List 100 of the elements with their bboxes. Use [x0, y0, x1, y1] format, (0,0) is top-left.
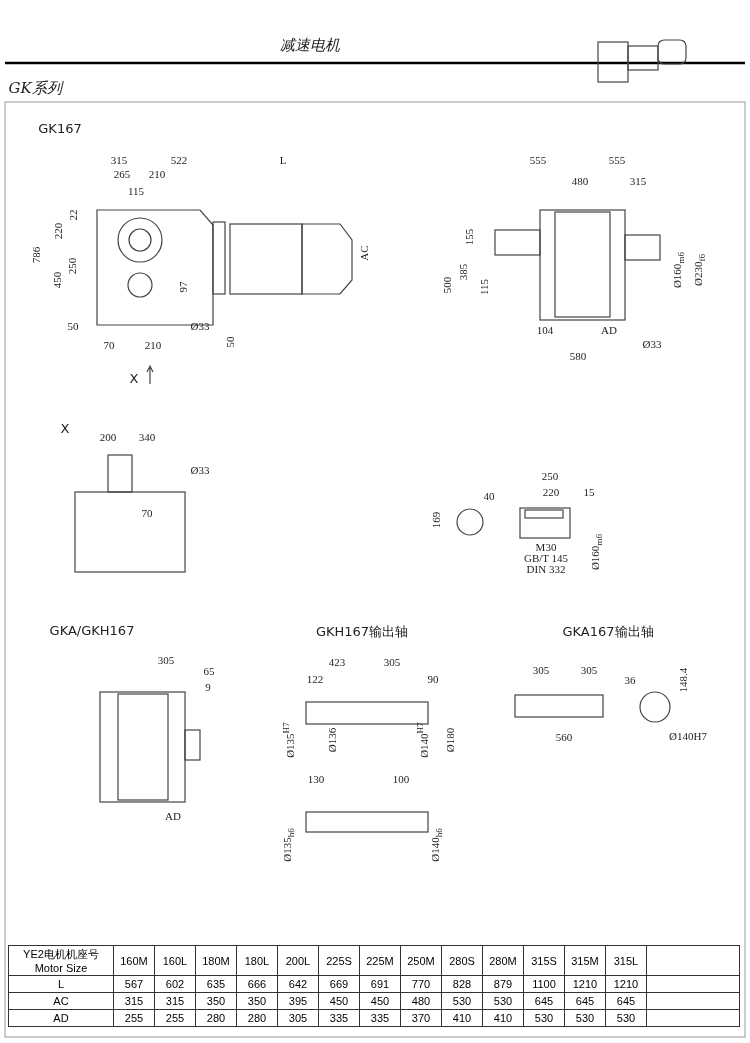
dimension-text: 480 — [571, 175, 589, 187]
dimension-text: 305 — [157, 654, 175, 666]
table-cell: 160L — [154, 945, 196, 976]
view-title: GKH167输出轴 — [315, 624, 409, 638]
table-cell: 530 — [482, 992, 524, 1010]
table-cell: 1210 — [605, 975, 647, 993]
dimension-text: 200 — [99, 431, 117, 443]
dimension-text: 155 — [463, 228, 475, 246]
dimension-text: Ø33 — [190, 464, 210, 476]
dimension-text: 522 — [170, 154, 188, 166]
table-cell: 350 — [236, 992, 278, 1010]
table-cell: 315L — [605, 945, 647, 976]
table-cell: 255 — [154, 1009, 196, 1027]
table-cell: 1100 — [523, 975, 565, 993]
table-cell: 315 — [154, 992, 196, 1010]
table-cell: 642 — [277, 975, 319, 993]
dimension-text: 22 — [67, 209, 79, 221]
table-cell: 280 — [236, 1009, 278, 1027]
dimension-text: 555 — [529, 154, 547, 166]
dimension-text: 148.4 — [677, 667, 689, 693]
dimension-text: 130 — [307, 773, 325, 785]
row-header-cell: YE2电机机座号 Motor Size — [8, 945, 114, 976]
table-cell: 200L — [277, 945, 319, 976]
table-cell: 255 — [113, 1009, 155, 1027]
dimension-text: 560 — [555, 731, 573, 743]
table-cell: 530 — [523, 1009, 565, 1027]
table-cell: 450 — [318, 992, 360, 1010]
table-cell: 410 — [441, 1009, 483, 1027]
dimension-text: 104 — [536, 324, 554, 336]
dimension-text: 250 — [66, 257, 78, 275]
dimension-text: 500 — [441, 276, 453, 294]
dimension-text: 786 — [30, 246, 42, 264]
dimension-text: 97 — [177, 281, 189, 293]
dimension-text: AD — [165, 810, 181, 822]
view-label: X — [129, 371, 139, 385]
table-cell: 666 — [236, 975, 278, 993]
dimension-text: 210 — [144, 339, 162, 351]
dimension-text: AD — [601, 324, 617, 336]
table-cell: 315M — [564, 945, 606, 976]
table-cell: 1210 — [564, 975, 606, 993]
view-title: GK167 — [38, 121, 82, 135]
table-cell: 180L — [236, 945, 278, 976]
table-cell: 280M — [482, 945, 524, 976]
table-cell: 770 — [400, 975, 442, 993]
view-title: GKA/GKH167 — [49, 623, 135, 637]
table-cell: 879 — [482, 975, 524, 993]
table-cell: 315S — [523, 945, 565, 976]
table-cell: 691 — [359, 975, 401, 993]
table-cell: 315 — [113, 992, 155, 1010]
dimension-text: 315 — [629, 175, 647, 187]
dimension-text: Ø33 — [642, 338, 662, 350]
dimension-text: 9 — [205, 681, 211, 693]
table-cell: 645 — [564, 992, 606, 1010]
dimension-text: 65 — [203, 665, 215, 677]
dimension-text: 315 — [110, 154, 128, 166]
view-title: GKA167输出轴 — [562, 624, 654, 638]
table-cell: 370 — [400, 1009, 442, 1027]
dimension-text: 70 — [141, 507, 153, 519]
table-cell: 225S — [318, 945, 360, 976]
table-cell: 669 — [318, 975, 360, 993]
dimension-text: 50 — [224, 336, 236, 348]
dimension-text: 305 — [532, 664, 550, 676]
table-cell: 395 — [277, 992, 319, 1010]
dimension-text: 115 — [127, 185, 145, 197]
view-label: X — [60, 421, 70, 435]
dimension-text: 250 — [541, 470, 559, 482]
series-title: GK系列 — [8, 80, 62, 96]
dimension-text: 305 — [580, 664, 598, 676]
table-cell: 635 — [195, 975, 237, 993]
table-cell: 530 — [441, 992, 483, 1010]
dimension-text: 169 — [430, 511, 442, 529]
table-cell: 410 — [482, 1009, 524, 1027]
note-text: M30 — [535, 541, 557, 553]
dimension-text: L — [279, 154, 287, 166]
dimension-text: 423 — [328, 656, 346, 668]
table-cell: 180M — [195, 945, 237, 976]
table-cell: 828 — [441, 975, 483, 993]
dimension-text: 15 — [583, 486, 595, 498]
table-cell: 280S — [441, 945, 483, 976]
subtitle: 减速电机 — [280, 37, 340, 53]
dimension-text: 220 — [52, 222, 64, 240]
table-cell: 480 — [400, 992, 442, 1010]
dimension-text: 50 — [67, 320, 79, 332]
row-header-cell: L — [8, 975, 114, 993]
table-cell: 567 — [113, 975, 155, 993]
dimension-text: 305 — [383, 656, 401, 668]
table-cell: 160M — [113, 945, 155, 976]
note-text: GB/T 145 — [523, 552, 569, 564]
dimension-text: Ø136 — [326, 727, 338, 753]
dimension-text: 385 — [457, 263, 469, 281]
table-cell: 530 — [605, 1009, 647, 1027]
row-header-cell: AD — [8, 1009, 114, 1027]
dimension-text: 450 — [51, 271, 63, 289]
dimension-text: 90 — [427, 673, 439, 685]
table-cell: 602 — [154, 975, 196, 993]
table-cell: 305 — [277, 1009, 319, 1027]
dimension-text: 220 — [542, 486, 560, 498]
dimension-text: Ø33 — [190, 320, 210, 332]
dimension-text: 210 — [148, 168, 166, 180]
dimension-text: 122 — [306, 673, 324, 685]
